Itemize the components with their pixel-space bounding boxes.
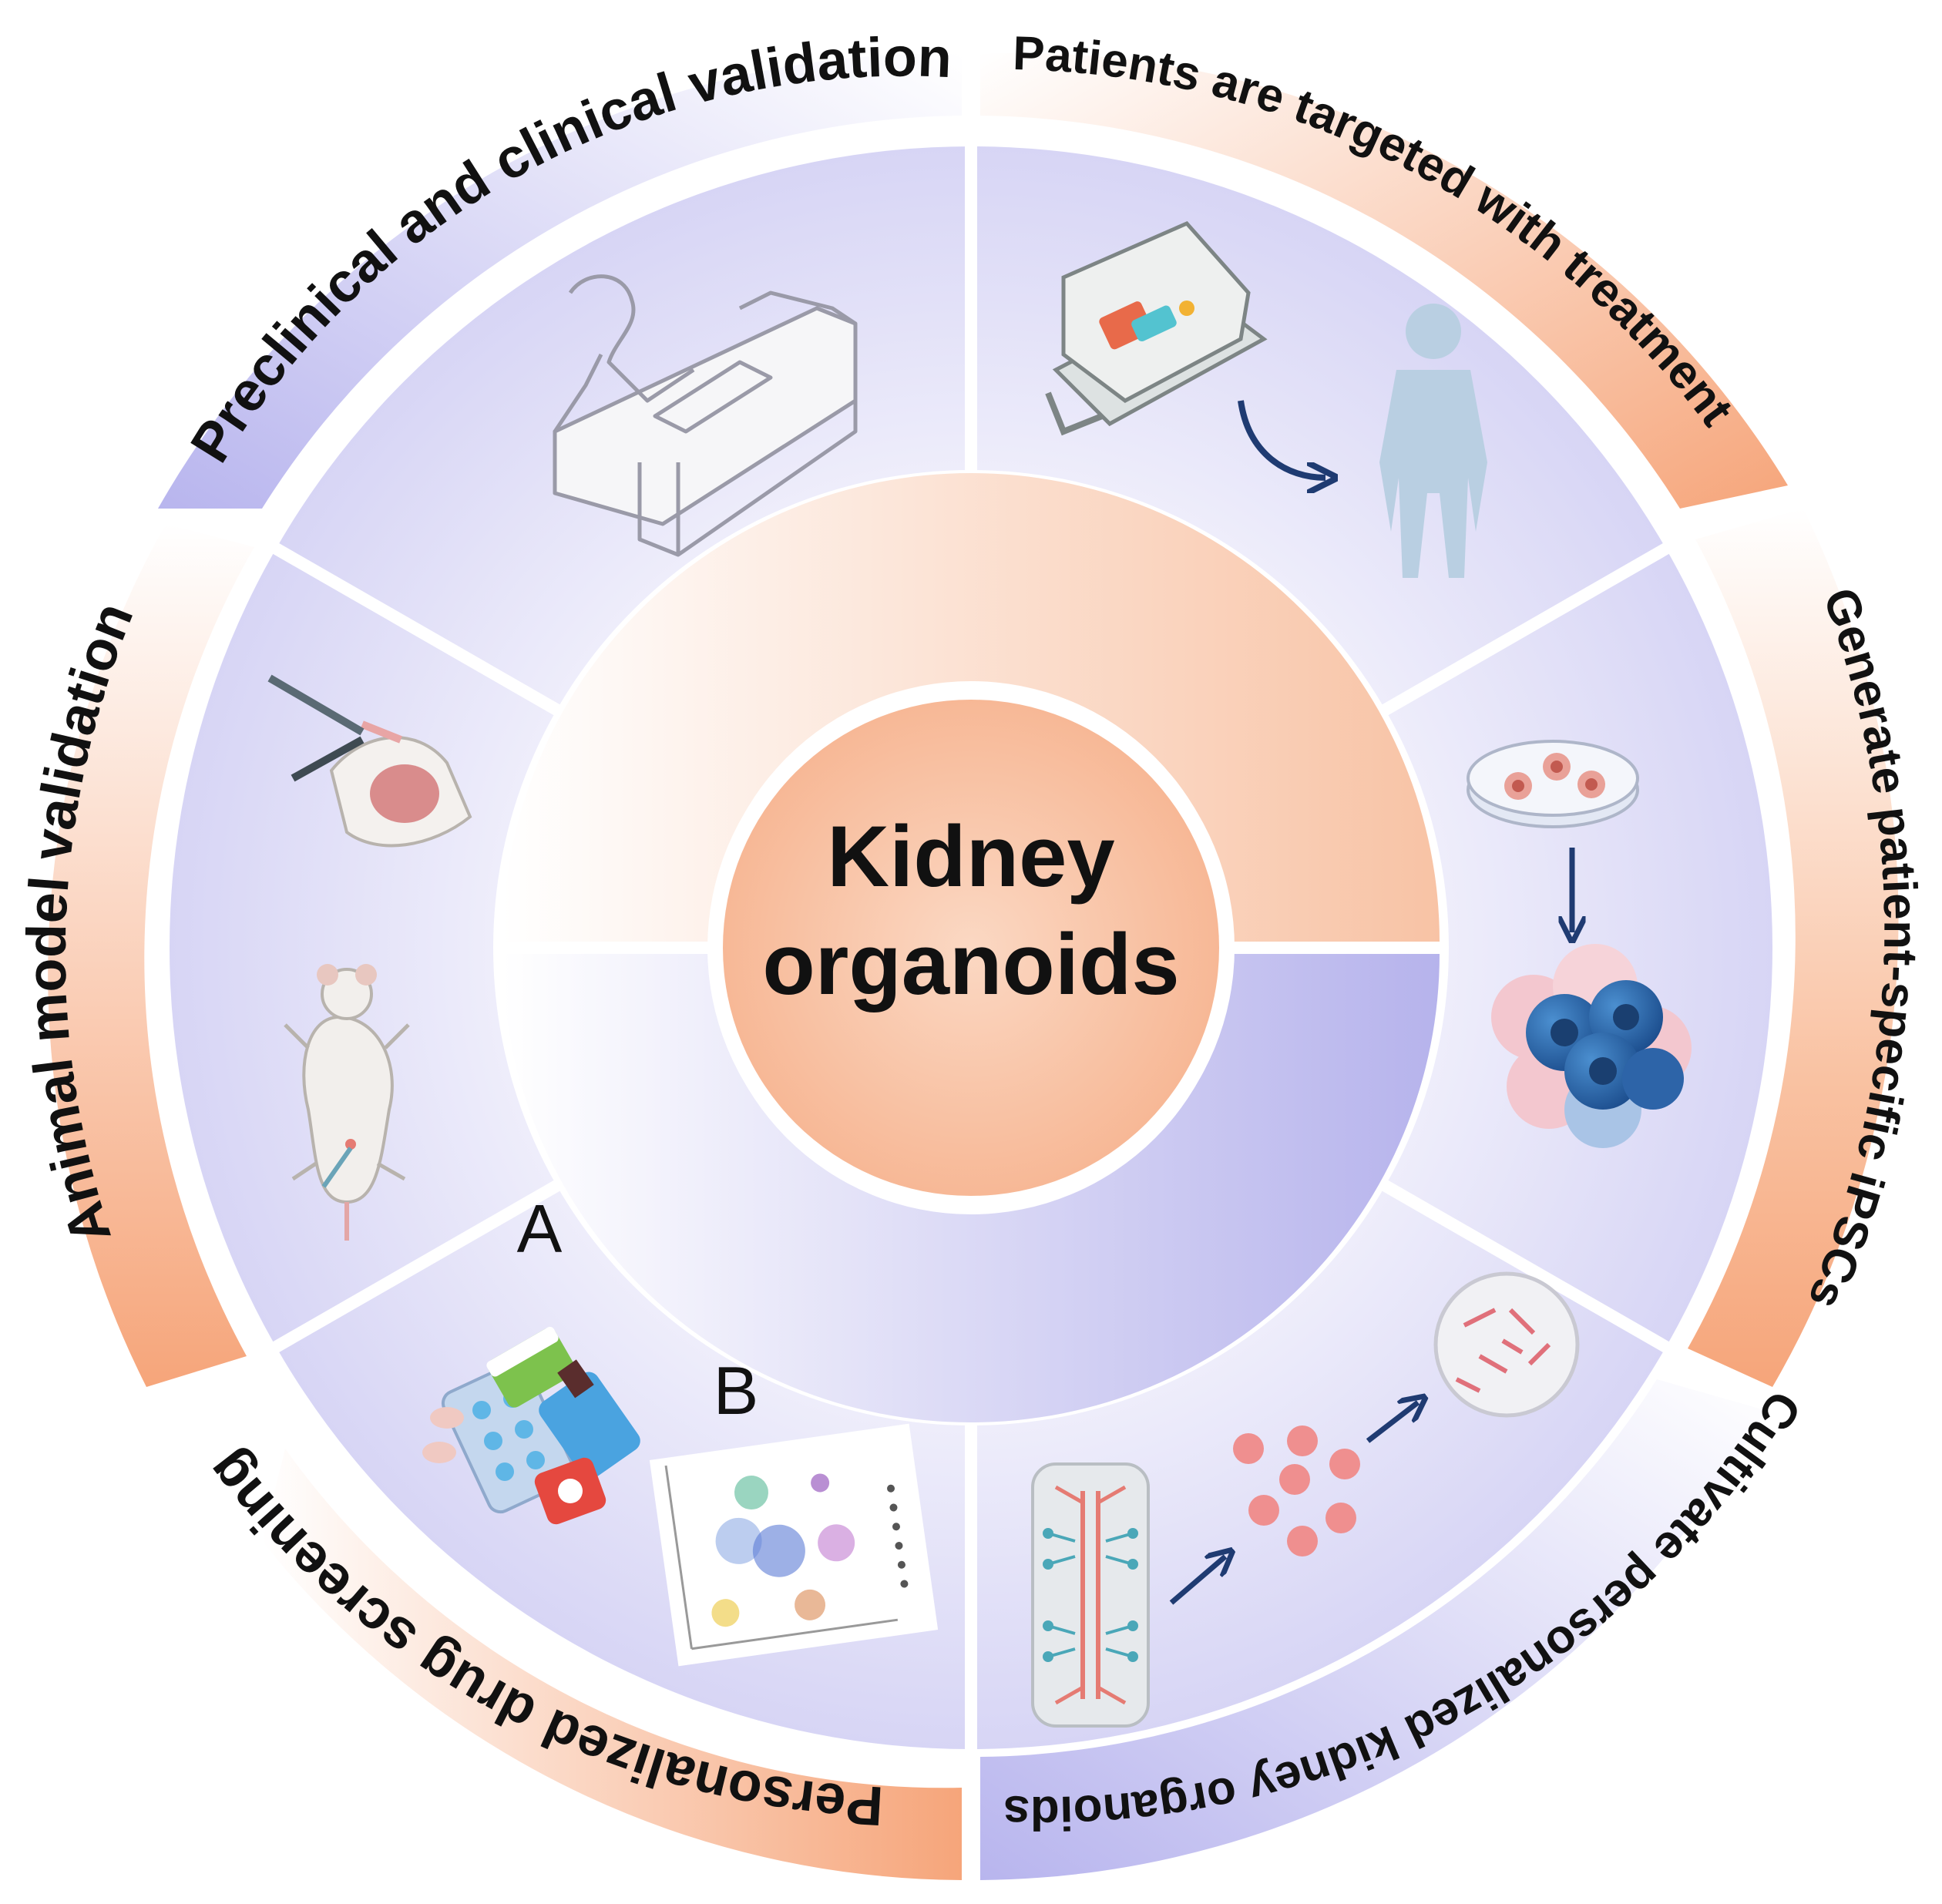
human-silhouette-icon — [1379, 304, 1487, 578]
generate-band — [1688, 509, 1899, 1387]
arrow-icon — [1169, 1556, 1225, 1605]
syringe-icon — [321, 1147, 353, 1188]
drug-band — [262, 1449, 962, 1880]
mouse-injection-icon — [267, 674, 472, 1241]
inner-ring-lavender — [502, 954, 1440, 1422]
center-circle — [723, 700, 1219, 1196]
arrow-icon — [1238, 400, 1325, 478]
center-title-line1: Kidney — [827, 808, 1114, 905]
preclinical-band — [158, 53, 962, 509]
organoid-icon — [1433, 1271, 1580, 1418]
transport-case-to-human-icon — [1045, 220, 1487, 578]
hand-holding-mouse-icon — [267, 674, 472, 848]
clinical-scanner-icon — [553, 274, 858, 557]
patients-band — [980, 52, 1788, 509]
microfluidic-chip-icon — [1031, 1462, 1150, 1728]
arrow-icon — [1366, 1402, 1418, 1443]
syringe-icon — [267, 674, 365, 736]
cluster-plot-icon — [649, 1423, 939, 1667]
animal-band — [48, 524, 254, 1387]
drugs-icon — [422, 1326, 640, 1525]
stem-cell-cluster-icon — [1491, 944, 1692, 1148]
chip-to-organoid-icon — [1031, 1271, 1580, 1728]
petri-dish-to-stem-cells-icon — [1467, 740, 1692, 1148]
panel-letter-a: A — [517, 1190, 563, 1267]
transport-case-icon — [1045, 220, 1268, 436]
petri-dish-icon — [1467, 740, 1639, 828]
cultivate-band — [980, 1379, 1765, 1880]
drugs-and-cluster-plot-icon — [422, 1326, 939, 1667]
inner-ring-peach — [502, 473, 1440, 942]
center-title-line2: organoids — [762, 916, 1179, 1012]
mouse-icon — [284, 964, 410, 1241]
panel-letter-b: B — [714, 1352, 759, 1429]
cell-suspension-icon — [1233, 1425, 1360, 1556]
